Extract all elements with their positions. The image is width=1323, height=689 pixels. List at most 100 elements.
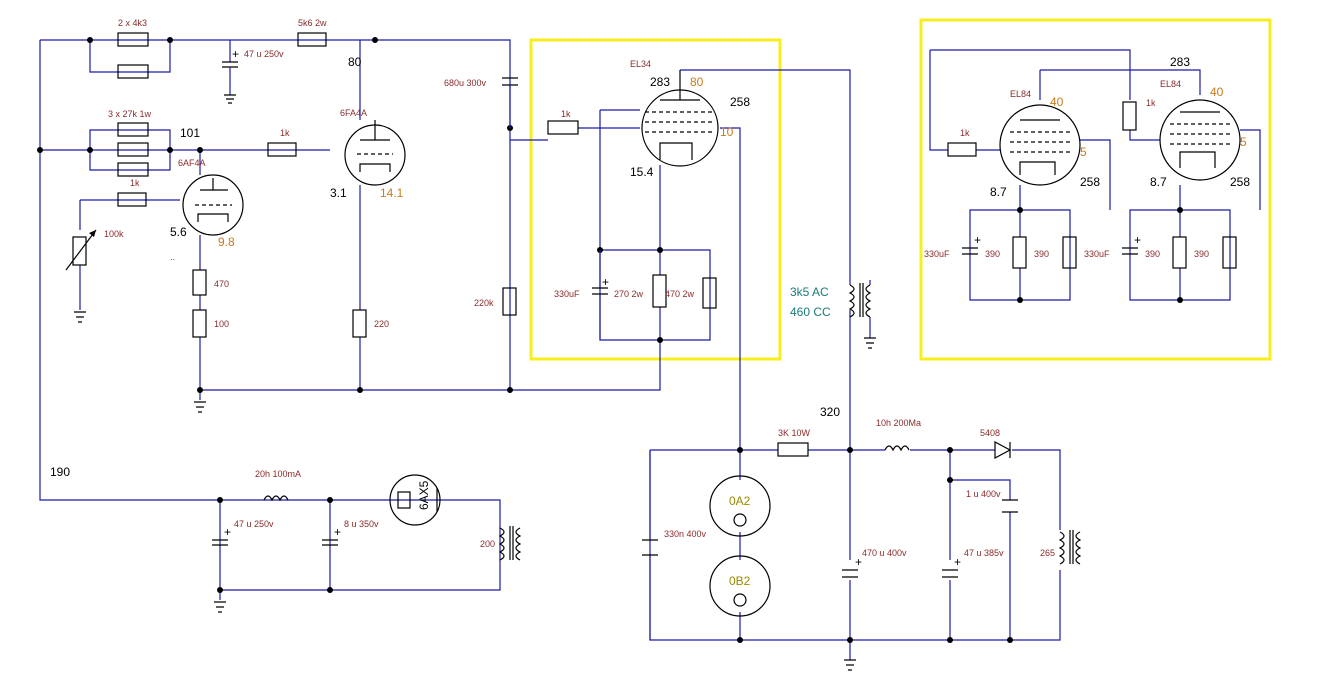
label-r-390-2: 390 (1034, 249, 1049, 259)
tube-el34 (641, 70, 719, 167)
cap-470u: + (842, 555, 862, 578)
voltage-15-4: 15.4 (630, 165, 654, 179)
voltage-40-b: 40 (1210, 85, 1224, 99)
label-r-470: 470 (214, 279, 229, 289)
xf-note-3k5: 3k5 AC (790, 285, 829, 299)
tube-el84-b (1159, 99, 1241, 181)
cap-330n (642, 539, 658, 556)
label-c-47u-top: 47 u 250v (244, 49, 284, 59)
label-r-220k: 220k (474, 298, 494, 308)
label-c-8u: 8 u 350v (344, 519, 379, 529)
transformers (498, 283, 1082, 565)
label-r-220: 220 (374, 319, 389, 329)
label-r-1k-el84: 1k (960, 128, 970, 138)
voltage-190: 190 (50, 465, 70, 479)
output-transformer (848, 283, 872, 338)
label-r-2x4k3: 2 x 4k3 (118, 18, 147, 28)
resistor-1k-el84 (947, 142, 977, 157)
el34-highlight-box (529, 38, 782, 361)
resistor-470-2w (702, 277, 717, 309)
inductors (263, 445, 910, 502)
voltage-8-7-a: 8.7 (990, 185, 1007, 199)
resistor-220 (352, 309, 367, 338)
resistors (117, 32, 1237, 457)
label-r-470-2w: 470 2w (665, 289, 695, 299)
voltage-258-b: 258 (1230, 175, 1250, 189)
label-r-390-1: 390 (985, 249, 1000, 259)
label-c-330uf-b: 330uF (924, 249, 950, 259)
label-l-10h: 10h 200Ma (876, 418, 921, 428)
resistor-390-1 (1012, 236, 1027, 269)
label-tube-0b2: 0B2 (729, 574, 751, 588)
resistor-1k-el34 (547, 120, 579, 135)
voltage-258-el34: 258 (730, 95, 750, 109)
cap-1u (1002, 499, 1018, 513)
voltage-3-1: 3.1 (330, 186, 347, 200)
svg-text:+: + (1134, 233, 1141, 247)
label-tube-6af4a: 6AF4A (178, 158, 206, 168)
transformer-265 (1058, 530, 1082, 565)
label-tube-el84-a: EL84 (1010, 89, 1031, 99)
voltage-258-a: 258 (1080, 175, 1100, 189)
cap-8u: + (322, 525, 341, 546)
el84-highlight-box (919, 18, 1272, 361)
voltage-283-el84: 283 (1170, 55, 1190, 69)
svg-text:+: + (334, 525, 341, 539)
cap-680u (502, 77, 518, 128)
choke-10h (884, 445, 910, 452)
label-tube-6ax5: 6AX5 (417, 480, 431, 510)
label-r-100: 100 (214, 319, 229, 329)
resistor-220k (502, 287, 517, 316)
resistor-3k-10w (777, 442, 809, 457)
capacitors: + + + + + + + + (212, 47, 1141, 578)
label-r-3x27k: 3 x 27k 1w (108, 109, 152, 119)
voltage-5-6: 5.6 (170, 225, 187, 239)
label-c-1u: 1 u 400v (966, 489, 1001, 499)
label-xf-265: 265 (1040, 548, 1055, 558)
label-r-390-3: 390 (1145, 249, 1160, 259)
label-r-5k6: 5k6 2w (298, 18, 327, 28)
label-tube-6fa4a: 6FA4A (340, 108, 367, 118)
resistor-390-2 (1062, 236, 1077, 269)
voltage-10: 10 (720, 125, 734, 139)
cap-330uf-c: + (1122, 233, 1141, 255)
resistor-1k-grid (267, 142, 297, 157)
wiring-upper-left (39, 39, 548, 600)
svg-text:+: + (224, 525, 231, 539)
cap-47u-top: + (222, 47, 239, 95)
label-r-1k-el84b: 1k (1146, 98, 1156, 108)
junction-dots (37, 37, 1183, 643)
svg-text:+: + (974, 233, 981, 247)
label-tube-el34: EL34 (630, 59, 651, 69)
label-tube-el84-b: EL84 (1160, 79, 1181, 89)
label-r-1k-el34: 1k (561, 109, 571, 119)
resistor-27k-a (117, 122, 149, 137)
voltage-101: 101 (180, 126, 200, 140)
resistor-100 (192, 309, 207, 338)
tube-el84-a (999, 104, 1081, 186)
voltage-40-a: 40 (1050, 95, 1064, 109)
voltage-320: 320 (820, 405, 840, 419)
label-r-1k-mid: 1k (280, 128, 290, 138)
resistor-1k-el84b (1122, 101, 1137, 131)
svg-text:+: + (602, 275, 609, 289)
potentiometer-100k (65, 229, 97, 271)
tube-0b2 (709, 555, 771, 617)
ground-symbols (74, 94, 876, 671)
voltage-283-el34: 283 (650, 75, 670, 89)
resistor-4k3-b (117, 64, 149, 79)
label-xf-200: 200 (480, 539, 495, 549)
resistor-390-4 (1222, 236, 1237, 269)
diode-5408 (994, 441, 1012, 459)
label-tube-0a2: 0A2 (729, 494, 751, 508)
svg-text:+: + (855, 555, 862, 569)
label-diode-5408: 5408 (980, 428, 1000, 438)
label-r-270: 270 2w (614, 289, 644, 299)
label-c-330uf-c: 330uF (1084, 249, 1110, 259)
wiring-el34 (510, 69, 871, 450)
resistor-470 (192, 269, 207, 296)
svg-text:+: + (954, 555, 961, 569)
voltage-8-7-b: 8.7 (1150, 175, 1167, 189)
label-l-20h: 20h 100mA (255, 469, 301, 479)
